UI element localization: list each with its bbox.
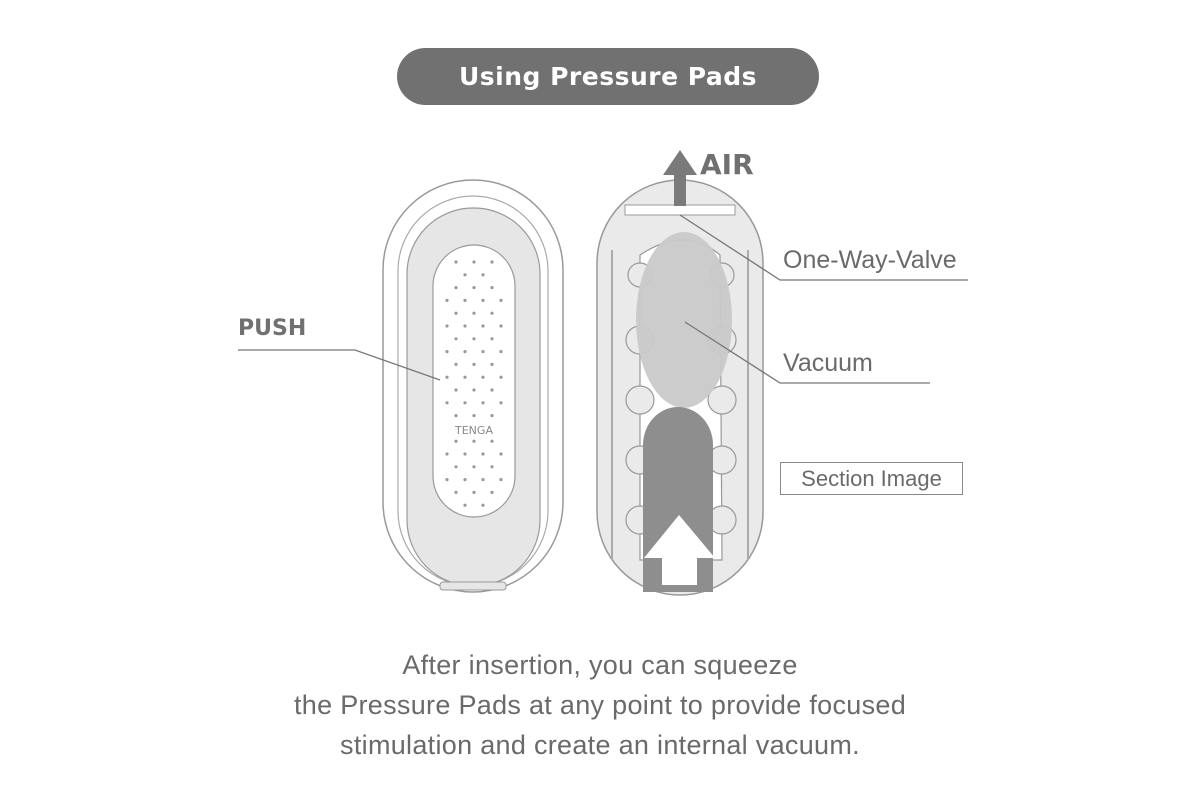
pad-dot: [481, 273, 485, 277]
pad-dot: [490, 337, 494, 341]
pad-dot: [490, 439, 494, 443]
pad-dot: [481, 478, 485, 482]
pad-dot: [481, 503, 485, 507]
pad-dot: [445, 298, 449, 302]
pad-dot: [463, 350, 467, 354]
pad-dot: [454, 465, 458, 469]
pad-dot: [463, 324, 467, 328]
pad-dot: [481, 452, 485, 456]
pad-dot: [454, 414, 458, 418]
pad-dot: [481, 324, 485, 328]
pad-dot: [472, 362, 476, 366]
air-arrow-icon: [663, 150, 697, 206]
pad-dot: [463, 298, 467, 302]
pad-dot: [472, 414, 476, 418]
device-front: TENGA: [382, 179, 564, 593]
pad-dot: [463, 273, 467, 277]
pad-dot: [472, 465, 476, 469]
tenga-logo: TENGA: [454, 424, 493, 437]
pad-dot: [490, 465, 494, 469]
pad-dot: [472, 490, 476, 494]
device-section: [596, 150, 764, 596]
pad-dot: [454, 260, 458, 264]
pad-dot: [481, 375, 485, 379]
pad-dot: [481, 350, 485, 354]
pad-dot: [445, 401, 449, 405]
air-label: AIR: [700, 148, 754, 181]
pad-dot: [454, 362, 458, 366]
leader-lines: [238, 214, 968, 384]
pad-dot: [472, 311, 476, 315]
pad-dot: [499, 375, 503, 379]
pad-dot: [454, 490, 458, 494]
pad-dot: [499, 324, 503, 328]
caption: After insertion, you can squeeze the Pre…: [0, 645, 1200, 765]
pad-dot: [499, 452, 503, 456]
valve-label: One-Way-Valve: [783, 246, 957, 274]
pad-dot: [472, 388, 476, 392]
pad-dot: [463, 478, 467, 482]
pad-dot: [454, 286, 458, 290]
pad-dot: [445, 452, 449, 456]
pad-dot: [472, 337, 476, 341]
pad-dot: [445, 350, 449, 354]
pad-dot: [463, 503, 467, 507]
pad-dot: [499, 401, 503, 405]
pad-dot: [490, 311, 494, 315]
pad-dot: [472, 439, 476, 443]
pad-dot: [490, 260, 494, 264]
pad-dot: [490, 286, 494, 290]
pad-dot: [454, 439, 458, 443]
pad-dot: [445, 324, 449, 328]
pad-dot: [454, 388, 458, 392]
pad-dot: [490, 414, 494, 418]
pad-dot: [454, 311, 458, 315]
pad-dots: [445, 260, 503, 507]
pad-dot: [463, 401, 467, 405]
vacuum-label: Vacuum: [783, 349, 873, 377]
pad-dot: [499, 298, 503, 302]
pad-dot: [490, 362, 494, 366]
vacuum-area: [636, 232, 732, 408]
push-label: PUSH: [238, 316, 307, 341]
caption-line: After insertion, you can squeeze: [402, 650, 798, 680]
pad-dot: [472, 260, 476, 264]
pad-dot: [454, 337, 458, 341]
caption-line: stimulation and create an internal vacuu…: [340, 730, 860, 760]
pad-dot: [463, 375, 467, 379]
pad-dot: [499, 350, 503, 354]
pad-dot: [490, 490, 494, 494]
pad-dot: [463, 452, 467, 456]
pad-dot: [481, 298, 485, 302]
pad-dot: [445, 478, 449, 482]
push-in-arrow-icon: [644, 515, 715, 585]
pad-dot: [445, 375, 449, 379]
pad-dot: [472, 286, 476, 290]
title-banner: Using Pressure Pads: [397, 48, 819, 105]
section-image-label: Section Image: [780, 462, 963, 495]
pad-dot: [490, 388, 494, 392]
caption-line: the Pressure Pads at any point to provid…: [293, 690, 907, 720]
pad-dot: [499, 478, 503, 482]
pad-dot: [481, 401, 485, 405]
